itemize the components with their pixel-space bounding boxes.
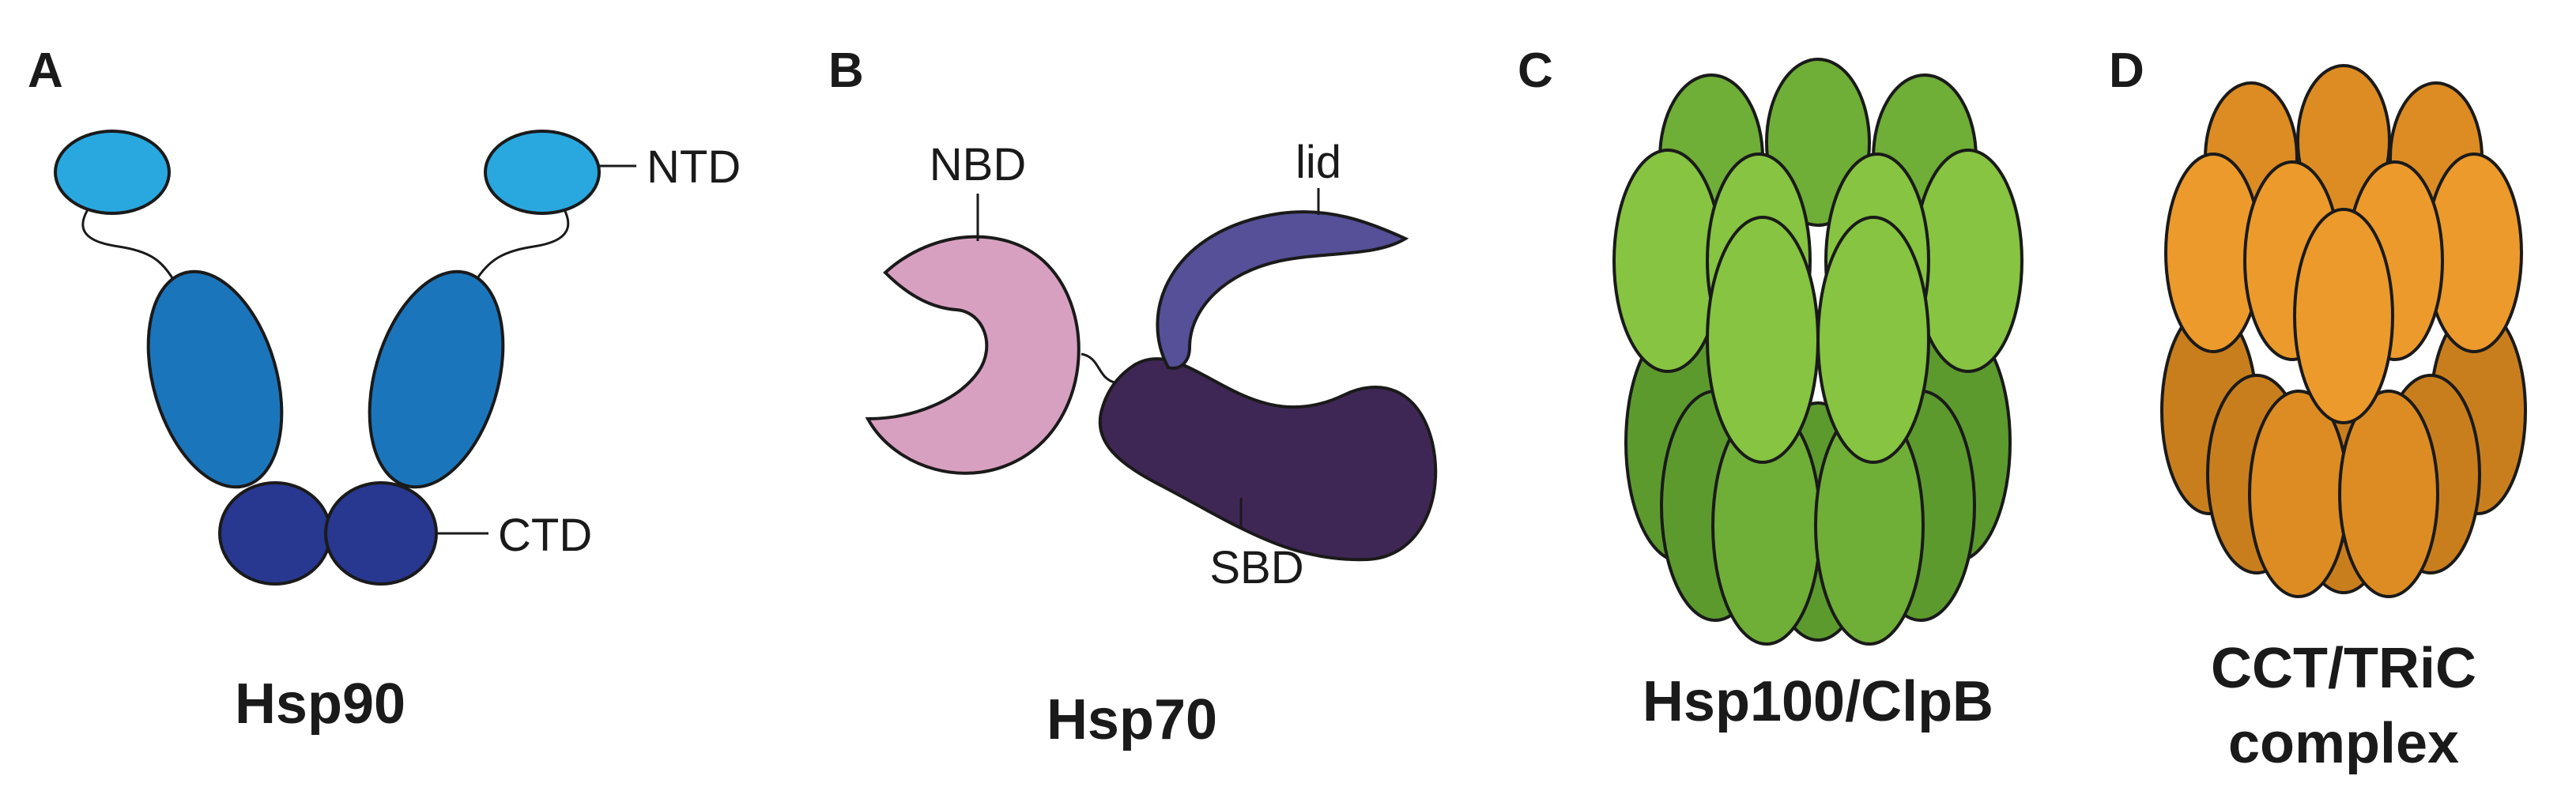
panel-a-hsp90: A NTD CTD Hsp90 bbox=[28, 43, 741, 736]
hsp90-ntd-left bbox=[54, 130, 171, 215]
hsp90-middle-left bbox=[146, 269, 284, 489]
hsp70-linker bbox=[1081, 352, 1115, 384]
hsp70-nbd bbox=[865, 235, 1081, 475]
hsp70-sbd bbox=[1098, 357, 1438, 562]
panel-c-hsp100: C Hsp100/ClpB bbox=[1518, 43, 2023, 733]
ctd-label: CTD bbox=[498, 510, 592, 561]
panel-b-hsp70: B NBD lid SBD Hsp70 bbox=[828, 43, 1438, 751]
clpb-subunit bbox=[1913, 149, 2023, 373]
hsp90-ctd-right bbox=[324, 481, 438, 586]
hsp70-title: Hsp70 bbox=[1047, 688, 1217, 751]
clpb-subunit bbox=[1612, 149, 1723, 373]
panel-letter-a: A bbox=[28, 43, 63, 98]
hsp90-title: Hsp90 bbox=[235, 672, 405, 736]
sbd-label: SBD bbox=[1209, 542, 1303, 593]
hsp90-linker-right bbox=[474, 201, 570, 281]
hsp90-linker-left bbox=[81, 201, 175, 281]
nbd-label: NBD bbox=[930, 139, 1026, 190]
panel-letter-c: C bbox=[1518, 43, 1553, 98]
clpb-subunit bbox=[1706, 216, 1820, 464]
ntd-label: NTD bbox=[647, 141, 741, 193]
lid-label: lid bbox=[1296, 137, 1341, 188]
cct-subunit bbox=[2248, 390, 2349, 598]
panel-letter-b: B bbox=[828, 43, 864, 98]
clpb-subunit bbox=[1816, 216, 1930, 464]
panel-letter-d: D bbox=[2109, 43, 2144, 98]
cct-subunit bbox=[2338, 390, 2439, 598]
hsp70-lid bbox=[1156, 210, 1409, 370]
panel-d-cct: D CCT/TRiC complex bbox=[2109, 43, 2527, 775]
hsp90-ctd-left bbox=[218, 481, 332, 586]
cct-subunit bbox=[2293, 208, 2394, 424]
hsp100-title: Hsp100/ClpB bbox=[1643, 670, 1993, 733]
cct-title-line1: CCT/TRiC bbox=[2211, 637, 2476, 700]
cct-title-line2: complex bbox=[2228, 712, 2459, 775]
hsp90-ntd-right bbox=[484, 130, 601, 215]
hsp90-middle-right bbox=[368, 269, 505, 489]
